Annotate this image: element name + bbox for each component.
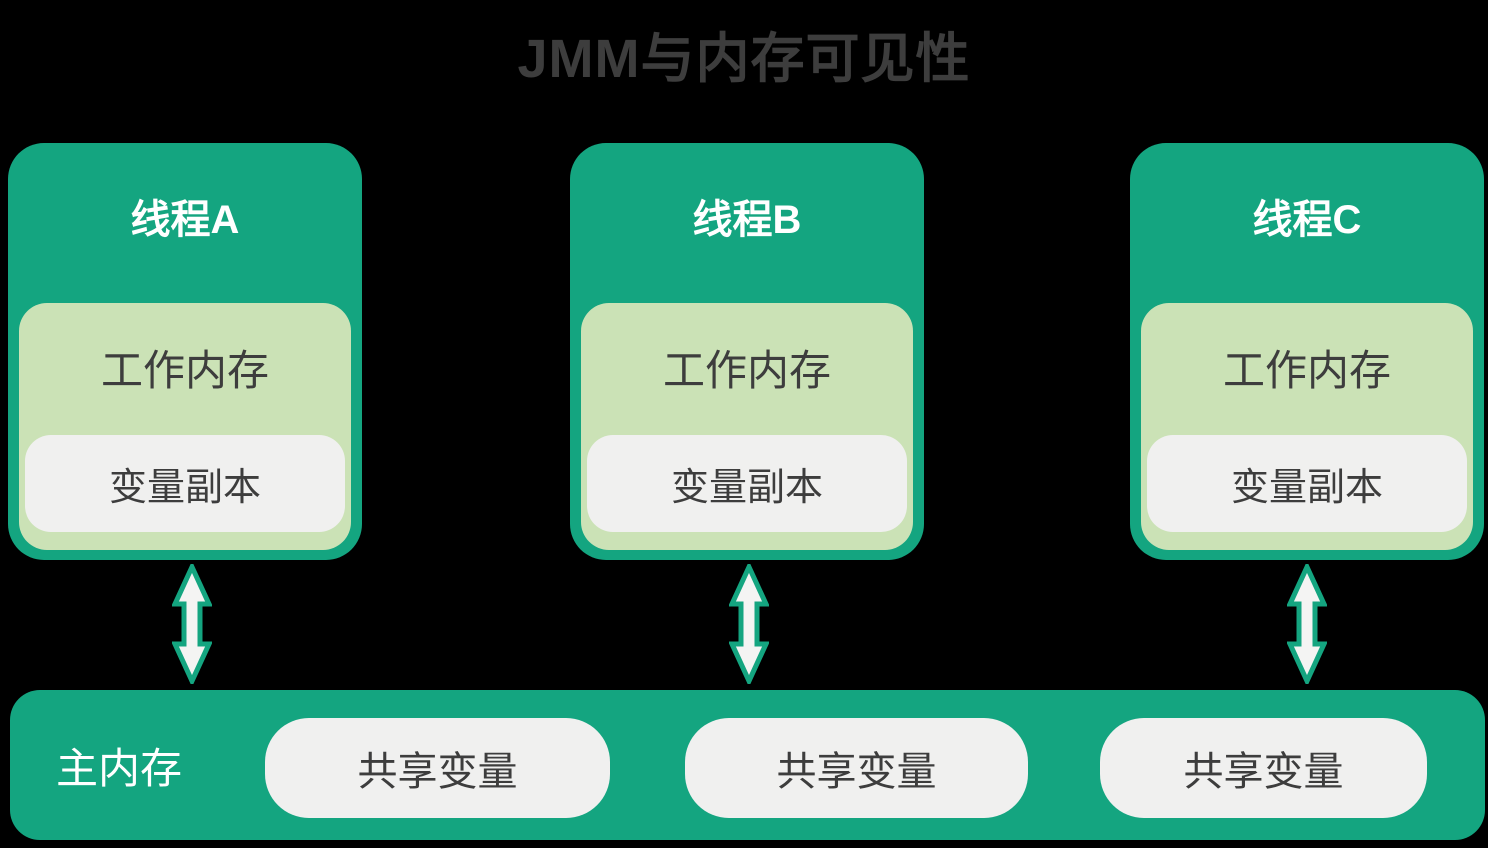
thread-a-box: 线程A 工作内存 变量副本 xyxy=(8,143,362,560)
bidirectional-arrow-icon xyxy=(729,564,769,684)
variable-copy-box: 变量副本 xyxy=(25,435,345,532)
shared-variable-box: 共享变量 xyxy=(1100,718,1427,818)
variable-copy-box: 变量副本 xyxy=(587,435,907,532)
thread-c-working-memory-box: 工作内存 变量副本 xyxy=(1141,303,1473,550)
shared-variable-box: 共享变量 xyxy=(265,718,610,818)
variable-copy-label: 变量副本 xyxy=(1230,467,1383,509)
thread-b-box: 线程B 工作内存 变量副本 xyxy=(570,143,924,560)
working-memory-label: 工作内存 xyxy=(662,347,831,394)
main-memory-label: 主内存 xyxy=(56,744,183,792)
working-memory-label: 工作内存 xyxy=(1222,347,1391,394)
thread-c-label: 线程C xyxy=(1252,198,1362,242)
shared-variable-box: 共享变量 xyxy=(685,718,1028,818)
thread-b-label: 线程B xyxy=(692,198,802,242)
bidirectional-arrow-icon xyxy=(1287,564,1327,684)
bidirectional-arrow-icon xyxy=(172,564,212,684)
shared-variable-label: 共享变量 xyxy=(1183,750,1344,794)
working-memory-label: 工作内存 xyxy=(100,347,269,394)
variable-copy-label: 变量副本 xyxy=(108,467,261,509)
thread-b-working-memory-box: 工作内存 变量副本 xyxy=(581,303,913,550)
thread-c-box: 线程C 工作内存 变量副本 xyxy=(1130,143,1484,560)
main-memory-bar: 主内存 共享变量 共享变量 共享变量 xyxy=(10,690,1485,840)
thread-a-label: 线程A xyxy=(130,198,240,242)
variable-copy-label: 变量副本 xyxy=(670,467,823,509)
shared-variable-label: 共享变量 xyxy=(776,750,937,794)
shared-variable-label: 共享变量 xyxy=(357,750,518,794)
thread-a-working-memory-box: 工作内存 变量副本 xyxy=(19,303,351,550)
diagram-title: JMM与内存可见性 xyxy=(517,29,971,89)
variable-copy-box: 变量副本 xyxy=(1147,435,1467,532)
